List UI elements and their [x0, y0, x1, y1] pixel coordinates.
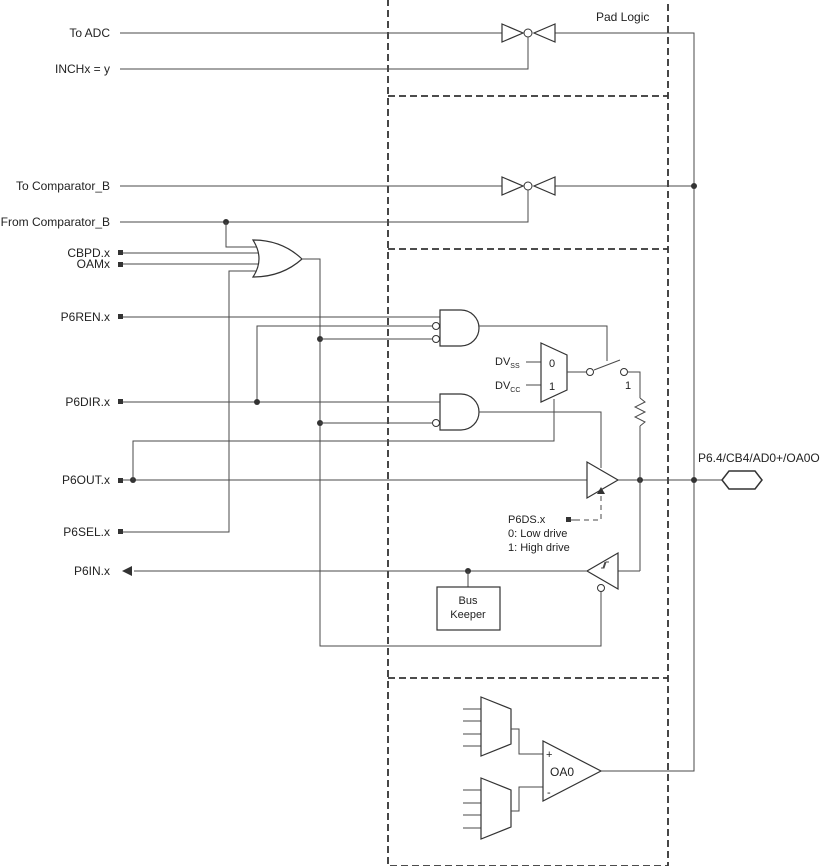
p6dir-label: P6DIR.x: [65, 395, 110, 409]
pin-name-label: P6.4/CB4/AD0+/OA0O: [698, 451, 820, 465]
opamp-name-label: OA0: [550, 765, 574, 779]
p6ren-label: P6REN.x: [61, 310, 110, 324]
input-schmitt-buffer-icon: [585, 551, 619, 591]
pad-logic-region: Pad Logic: [387, 0, 669, 866]
bus-keeper-box: [436, 586, 501, 631]
and-gate-pullup-icon: [432, 309, 480, 347]
opamp-plus-label: +: [546, 749, 552, 761]
to-comparator-label: To Comparator_B: [16, 179, 110, 193]
opamp-input-mux-top-icon: [463, 696, 512, 757]
inchx-label: INCHx = y: [55, 62, 110, 76]
and-gate-direction-icon: [432, 393, 480, 431]
output-driver-icon: [586, 460, 620, 500]
supply-mux-icon: [540, 342, 568, 403]
switch-1-label: 1: [625, 380, 631, 392]
mux-1-label: 1: [549, 381, 555, 393]
opamp-oa0-icon: [542, 740, 603, 802]
oamx-label: OAMx: [77, 257, 110, 271]
p6ds-label: P6DS.x: [508, 514, 546, 526]
from-comparator-label: From Comparator_B: [1, 215, 110, 229]
pull-resistor-switch-icon: [586, 359, 628, 376]
mux-0-label: 0: [549, 358, 555, 370]
pad-logic-label: Pad Logic: [596, 10, 649, 24]
pin-connector-icon: [721, 470, 763, 490]
bus-keeper-label-2: Keeper: [450, 609, 486, 621]
high-drive-label: 1: High drive: [508, 542, 570, 554]
dvss-label: DVSS: [495, 356, 520, 370]
cbpd-label: CBPD.x: [67, 246, 110, 260]
dvcc-label: DVCC: [495, 380, 520, 394]
p6in-label: P6IN.x: [74, 564, 110, 578]
bus-keeper-label-1: Bus: [459, 595, 478, 607]
opamp-minus-label: -: [547, 787, 551, 799]
comparator-transmission-gate-icon: [501, 176, 556, 196]
p6out-label: P6OUT.x: [62, 473, 110, 487]
low-drive-label: 0: Low drive: [508, 528, 567, 540]
to-adc-label: To ADC: [69, 26, 110, 40]
pull-resistor-icon: [633, 397, 647, 427]
opamp-input-mux-bottom-icon: [463, 777, 512, 840]
or-gate-icon: [251, 239, 303, 278]
p6sel-label: P6SEL.x: [63, 525, 110, 539]
